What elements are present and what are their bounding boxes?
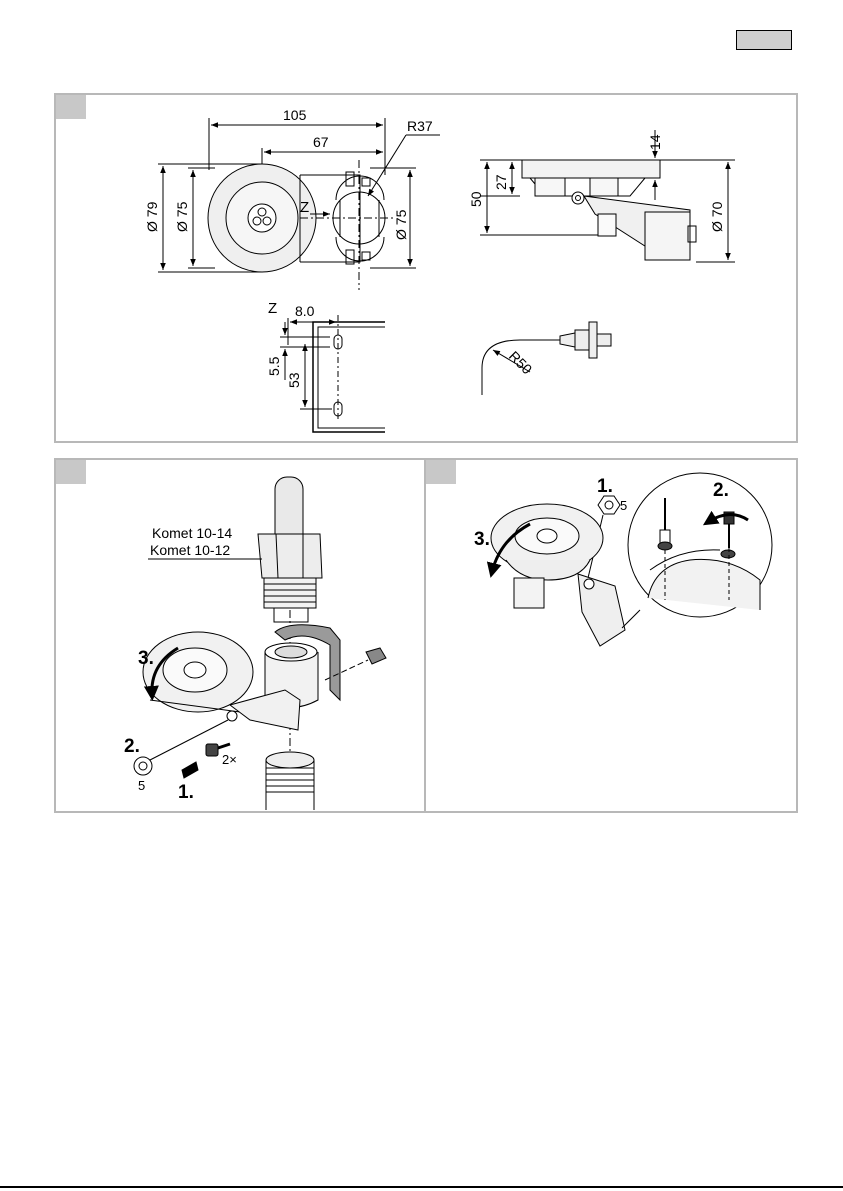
language-code-box: [736, 30, 792, 50]
panel-number-tab: [56, 460, 86, 484]
panel-installation-pipe: [54, 458, 426, 813]
panel-number-tab: [56, 95, 86, 119]
panel-number-tab: [426, 460, 456, 484]
panel-dimensions: [54, 93, 798, 443]
panel-installation-bracket: [424, 458, 798, 813]
page-bottom-rule: [0, 1186, 843, 1188]
